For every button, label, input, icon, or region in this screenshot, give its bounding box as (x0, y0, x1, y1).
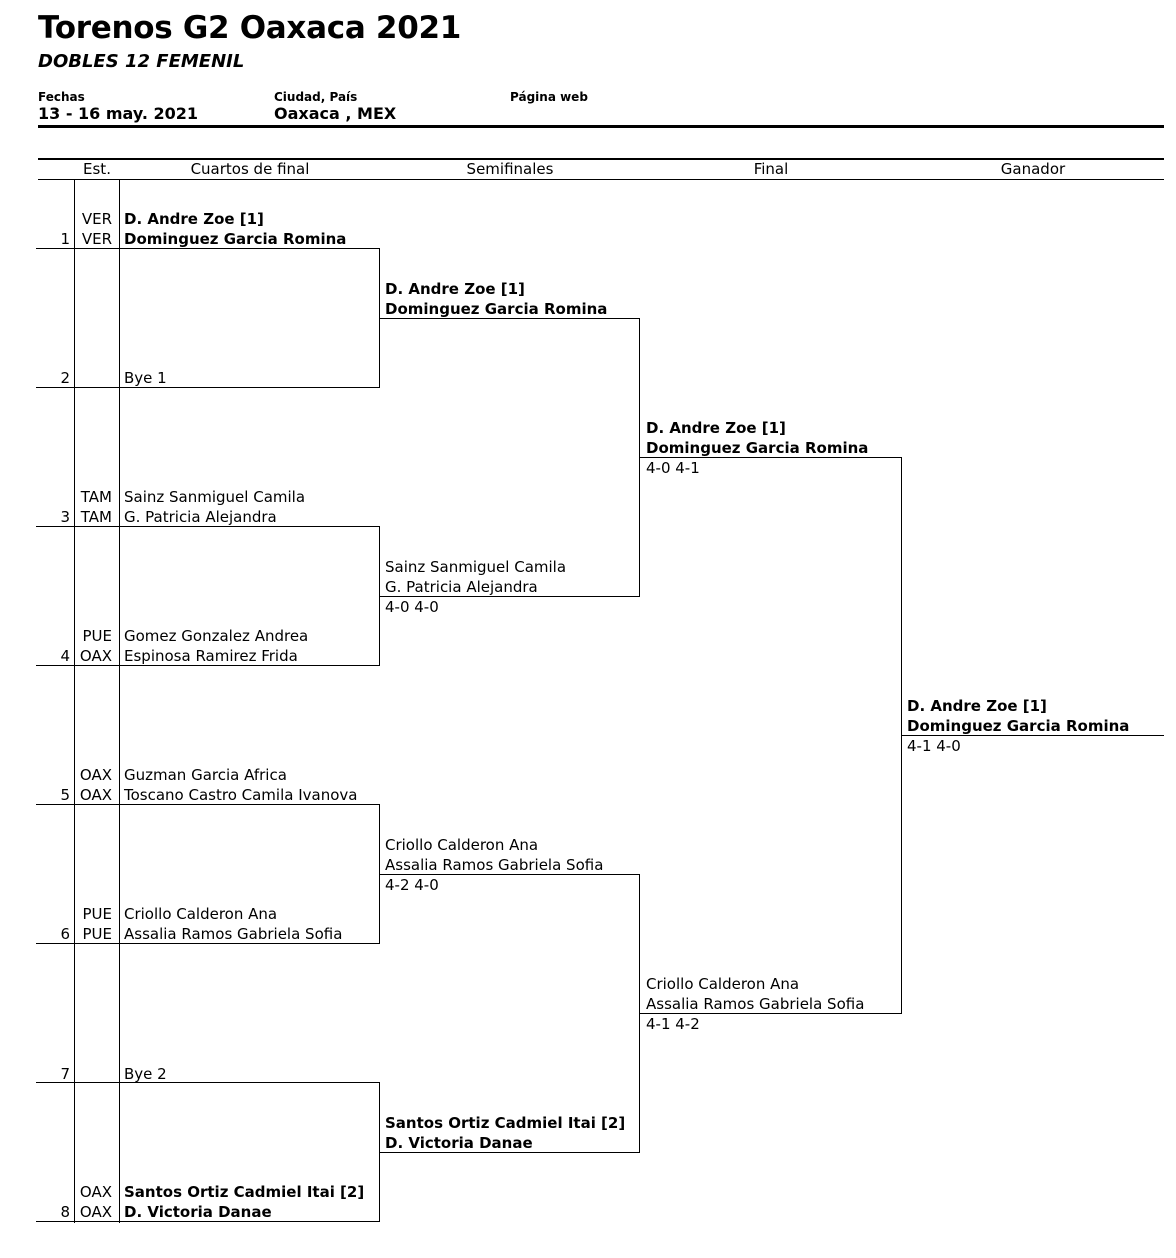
sf-connector-2 (639, 874, 640, 1153)
draw-4-player-2: Espinosa Ramirez Frida (124, 647, 298, 665)
draw-1-number: 1 (60, 230, 70, 248)
draw-2-player-2: Bye 1 (124, 369, 167, 387)
winner-player-1: D. Andre Zoe [1] (907, 697, 1047, 715)
winner-player-2: Dominguez Garcia Romina (907, 717, 1130, 735)
draw-7-number: 7 (60, 1065, 70, 1083)
event-subtitle: DOBLES 12 FEMENIL (38, 51, 245, 72)
draw-6-player-1: Criollo Calderon Ana (124, 905, 278, 923)
draw-5-player-1: Guzman Garcia Africa (124, 766, 287, 784)
winner-line (902, 735, 1164, 736)
sf-1-player-2: Dominguez Garcia Romina (385, 300, 608, 318)
draw-8-number: 8 (60, 1203, 70, 1221)
sf-connector-1 (639, 318, 640, 597)
city-value: Oaxaca , MEX (274, 104, 397, 123)
column-header-semifinals: Semifinales (466, 160, 554, 178)
draw-2-line (36, 387, 380, 388)
sf-2-line (380, 596, 640, 597)
final-1-player-2: Dominguez Garcia Romina (646, 439, 869, 457)
web-label: Página web (510, 90, 588, 104)
header-divider (38, 125, 1164, 128)
tournament-title: Torenos G2 Oaxaca 2021 (38, 10, 462, 46)
sf-2-score: 4-0 4-0 (385, 598, 439, 616)
final-1-score: 4-0 4-1 (646, 459, 700, 477)
draw-3-number: 3 (60, 508, 70, 526)
draw-3-line (36, 526, 380, 527)
draw-6-state-1: PUE (82, 905, 112, 923)
sf-2-player-1: Sainz Sanmiguel Camila (385, 558, 567, 576)
sf-4-player-1: Santos Ortiz Cadmiel Itai [2] (385, 1114, 626, 1132)
draw-8-line (36, 1221, 380, 1222)
sf-3-player-2: Assalia Ramos Gabriela Sofia (385, 856, 604, 874)
grid-rule-est (119, 180, 120, 1223)
sf-1-line (380, 318, 640, 319)
draw-4-state-2: OAX (79, 647, 112, 665)
draw-4-number: 4 (60, 647, 70, 665)
draw-1-player-1: D. Andre Zoe [1] (124, 210, 264, 228)
sf-4-line (380, 1152, 640, 1153)
draw-4-player-1: Gomez Gonzalez Andrea (124, 627, 309, 645)
draw-3-state-1: TAM (80, 488, 112, 506)
column-header-final: Final (753, 160, 789, 178)
draw-8-player-1: Santos Ortiz Cadmiel Itai [2] (124, 1183, 365, 1201)
draw-8-state-2: OAX (79, 1203, 112, 1221)
draw-5-number: 5 (60, 786, 70, 804)
sf-2-player-2: G. Patricia Alejandra (385, 578, 538, 596)
draw-5-state-1: OAX (79, 766, 112, 784)
final-1-player-1: D. Andre Zoe [1] (646, 419, 786, 437)
final-1-line (640, 457, 902, 458)
draw-7-line (36, 1082, 380, 1083)
winner-score: 4-1 4-0 (907, 737, 961, 755)
draw-7-player-2: Bye 2 (124, 1065, 167, 1083)
final-2-player-1: Criollo Calderon Ana (646, 975, 800, 993)
column-header-bottom-rule (38, 179, 1164, 180)
draw-8-player-2: D. Victoria Danae (124, 1203, 272, 1221)
qf-connector-1 (379, 248, 380, 388)
final-2-line (640, 1013, 902, 1014)
column-header-top-rule (38, 158, 1164, 160)
draw-1-state-2: VER (81, 230, 112, 248)
sf-1-player-1: D. Andre Zoe [1] (385, 280, 525, 298)
qf-connector-4 (379, 1082, 380, 1222)
draw-6-number: 6 (60, 925, 70, 943)
draw-3-player-2: G. Patricia Alejandra (124, 508, 277, 526)
draw-5-state-2: OAX (79, 786, 112, 804)
column-header-winner: Ganador (1000, 160, 1066, 178)
draw-6-line (36, 943, 380, 944)
sf-3-score: 4-2 4-0 (385, 876, 439, 894)
draw-1-state-1: VER (81, 210, 112, 228)
qf-connector-2 (379, 526, 380, 666)
sf-4-player-2: D. Victoria Danae (385, 1134, 533, 1152)
grid-rule-seed (74, 180, 75, 1223)
draw-6-state-2: PUE (82, 925, 112, 943)
column-header-quarterfinals: Cuartos de final (190, 160, 310, 178)
draw-5-line (36, 804, 380, 805)
sf-3-player-1: Criollo Calderon Ana (385, 836, 539, 854)
final-2-player-2: Assalia Ramos Gabriela Sofia (646, 995, 865, 1013)
dates-label: Fechas (38, 90, 85, 104)
draw-6-player-2: Assalia Ramos Gabriela Sofia (124, 925, 343, 943)
dates-value: 13 - 16 may. 2021 (38, 104, 198, 123)
final-2-score: 4-1 4-2 (646, 1015, 700, 1033)
draw-4-state-1: PUE (82, 627, 112, 645)
draw-1-line (36, 248, 380, 249)
final-connector (901, 457, 902, 1014)
draw-1-player-2: Dominguez Garcia Romina (124, 230, 347, 248)
draw-5-player-2: Toscano Castro Camila Ivanova (124, 786, 358, 804)
sf-3-line (380, 874, 640, 875)
draw-3-state-2: TAM (80, 508, 112, 526)
draw-4-line (36, 665, 380, 666)
qf-connector-3 (379, 804, 380, 944)
draw-2-number: 2 (60, 369, 70, 387)
column-header-est: Est. (83, 160, 111, 178)
draw-3-player-1: Sainz Sanmiguel Camila (124, 488, 306, 506)
city-label: Ciudad, País (274, 90, 358, 104)
draw-8-state-1: OAX (79, 1183, 112, 1201)
